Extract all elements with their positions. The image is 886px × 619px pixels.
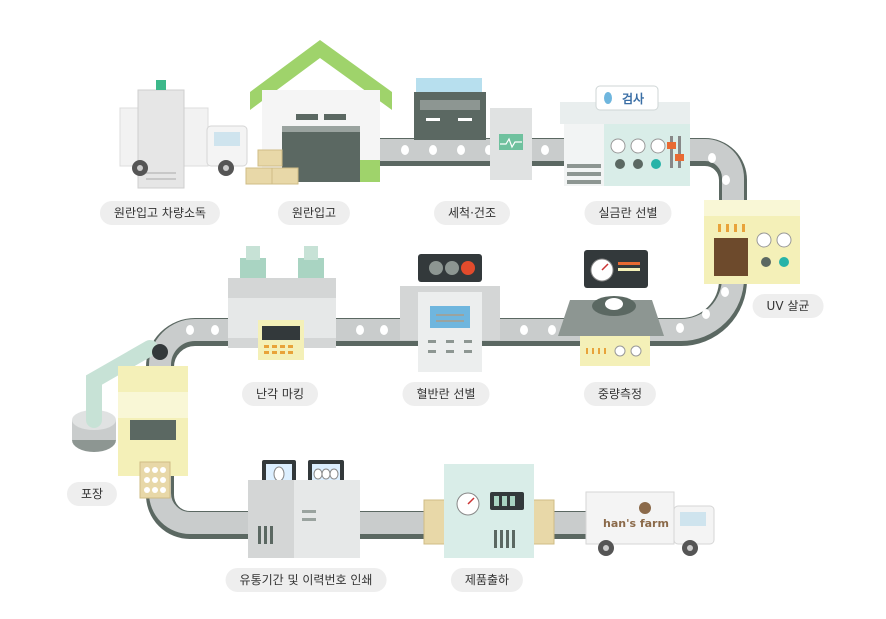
step-label-9: 포장 — [66, 482, 118, 506]
delivery-truck-icon — [119, 80, 248, 189]
weighing-machine-icon — [558, 250, 664, 366]
step-label-6: 중량측정 — [583, 382, 657, 406]
step-label-2: 원란입고 — [277, 201, 351, 225]
step-label-1: 원란입고 차량소독 — [99, 201, 221, 225]
step-label-4: 실금란 선별 — [584, 201, 672, 225]
step-label-5: UV 살균 — [752, 294, 824, 318]
conveyor-belt — [146, 138, 747, 539]
warehouse-icon — [245, 40, 392, 185]
step-label-11: 제품출하 — [450, 568, 524, 592]
shipping-machine-icon — [423, 464, 555, 558]
inspection-sign-text: 검사 — [622, 91, 644, 106]
step-label-3: 세척·건조 — [434, 201, 510, 225]
washing-dryer-icon — [414, 78, 532, 180]
delivery-truck-icon — [585, 491, 715, 556]
truck-brand-label: han's farm — [603, 517, 669, 530]
blood-spot-detector-icon — [400, 254, 500, 372]
step-label-10: 유통기간 및 이력번호 인쇄 — [225, 568, 387, 592]
egg-marking-icon — [228, 246, 336, 360]
uv-sterilizer-icon — [704, 200, 800, 284]
step-label-8: 난각 마킹 — [242, 382, 318, 406]
packaging-robot-arm-icon — [72, 340, 188, 499]
inspection-station-icon — [560, 85, 690, 186]
date-printer-icon — [248, 460, 360, 558]
step-label-7: 혈반란 선별 — [402, 382, 490, 406]
